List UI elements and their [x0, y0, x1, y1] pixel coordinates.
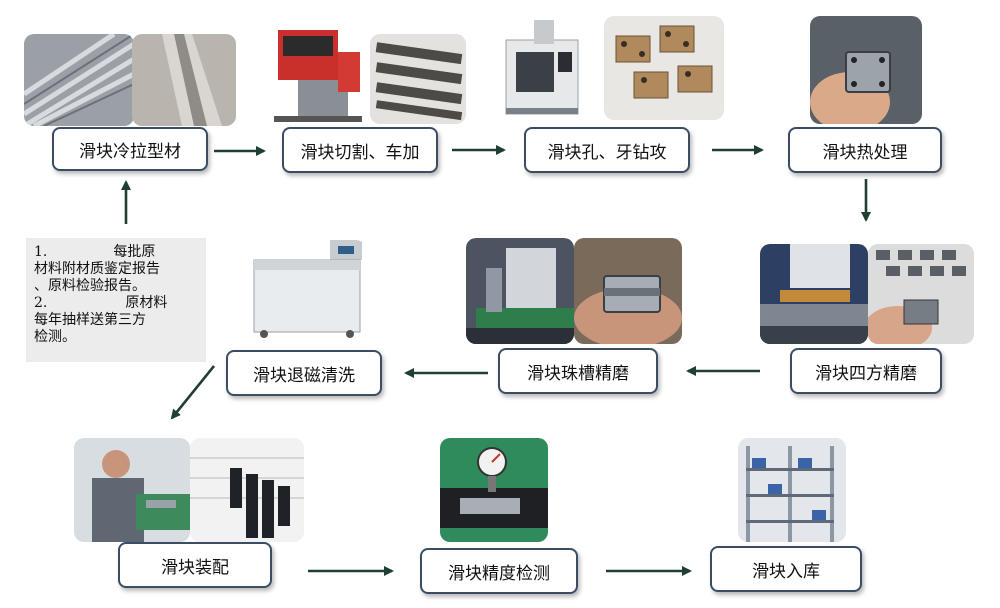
note-line-2: 材料附材质鉴定报告	[34, 261, 198, 278]
step-label: 滑块精度检测	[448, 559, 550, 584]
step-cutting-turning: 滑块切割、车加	[282, 127, 438, 173]
step-label: 滑块装配	[161, 553, 229, 578]
note-line-5: 每年抽样送第三方	[34, 312, 198, 329]
note-line-4: 2.原材料	[34, 295, 198, 312]
step-label: 滑块退磁清洗	[253, 361, 355, 386]
step-assembly: 滑块装配	[118, 542, 272, 588]
step-groove-grinding: 滑块珠槽精磨	[498, 348, 658, 394]
note-line-6: 检测。	[34, 329, 198, 346]
step-drilling-tapping: 滑块孔、牙钻攻	[524, 127, 690, 173]
step-demagnetize-clean: 滑块退磁清洗	[226, 350, 382, 396]
step-label: 滑块热处理	[823, 138, 908, 163]
note-line-3: 、原料检验报告。	[34, 278, 198, 295]
step-label: 滑块冷拉型材	[79, 137, 181, 162]
note-line-1: 1.每批原	[34, 244, 198, 261]
quality-note: 1.每批原 材料附材质鉴定报告 、原料检验报告。 2.原材料 每年抽样送第三方 …	[26, 238, 206, 362]
step-cold-drawn-profile: 滑块冷拉型材	[52, 127, 208, 171]
step-label: 滑块孔、牙钻攻	[548, 138, 667, 163]
arrow-step7-to-step8	[172, 366, 214, 418]
step-precision-inspection: 滑块精度检测	[420, 548, 578, 594]
step-label: 滑块入库	[752, 557, 820, 582]
step-four-side-grinding: 滑块四方精磨	[790, 348, 942, 394]
step-label: 滑块珠槽精磨	[527, 359, 629, 384]
step-warehousing: 滑块入库	[710, 546, 862, 592]
step-label: 滑块四方精磨	[815, 359, 917, 384]
step-label: 滑块切割、车加	[301, 138, 420, 163]
step-heat-treatment: 滑块热处理	[788, 127, 942, 173]
